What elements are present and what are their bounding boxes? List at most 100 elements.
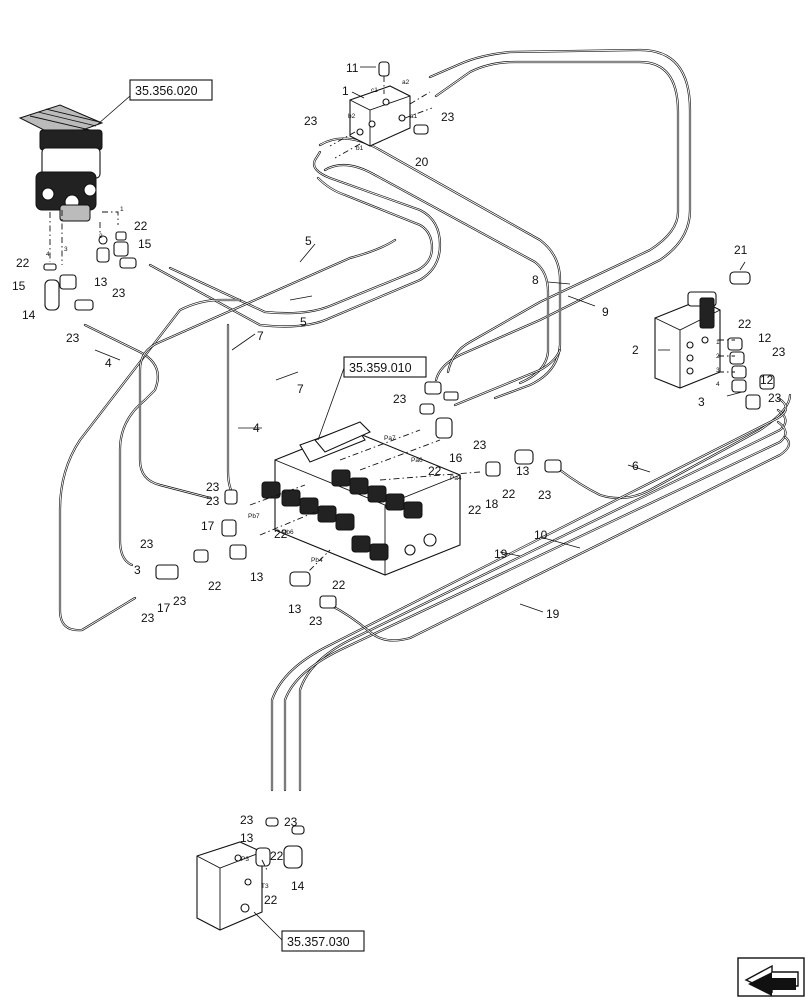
callout-23: 23 — [441, 110, 455, 124]
port-b1: b1 — [356, 145, 364, 152]
port-pb4: Pb4 — [311, 557, 323, 564]
callout-1: 1 — [342, 84, 349, 98]
pilot-fittings — [43, 231, 137, 311]
callout-22: 22 — [502, 487, 516, 501]
callout-10: 10 — [534, 528, 548, 542]
callout-23: 23 — [206, 480, 220, 494]
right-manifold-block — [654, 271, 775, 410]
port-pa4: Pa4 — [450, 475, 462, 482]
port-a2: a2 — [402, 79, 410, 86]
callout-5: 5 — [305, 234, 312, 248]
callout-23: 23 — [141, 611, 155, 625]
ref-middle-text[interactable]: 35.359.010 — [349, 361, 412, 375]
port-p3: P3 — [241, 856, 249, 863]
callout-19: 19 — [546, 607, 560, 621]
callout-11: 11 — [346, 61, 359, 75]
port-b2: b2 — [348, 113, 356, 120]
port-c1: c1 — [371, 87, 378, 94]
reference-boxes[interactable]: 35.356.020 35.359.010 35.357.030 — [129, 79, 427, 952]
callout-23: 23 — [112, 286, 126, 300]
callout-23: 23 — [140, 537, 154, 551]
bottom-valve-block — [196, 817, 305, 931]
callout-22: 22 — [16, 256, 30, 270]
callout-numbers: 11 1 23 23 20 22 15 22 13 23 15 14 23 4 … — [12, 61, 786, 907]
callout-19: 19 — [494, 547, 508, 561]
port-dash-lines — [249, 429, 481, 581]
callout-23: 23 — [393, 392, 407, 406]
shuttle-valve-block — [329, 61, 433, 159]
hose-5a — [148, 150, 442, 328]
callout-13: 13 — [240, 831, 254, 845]
callout-13: 13 — [516, 464, 530, 478]
fitting-21 — [729, 271, 751, 285]
port-t3: T3 — [261, 883, 269, 890]
callout-17: 17 — [157, 601, 171, 615]
callout-8: 8 — [532, 273, 539, 287]
callout-22: 22 — [332, 578, 346, 592]
callout-13: 13 — [250, 570, 264, 584]
callout-22: 22 — [264, 893, 278, 907]
hose-long-b — [323, 163, 550, 385]
callout-17: 17 — [201, 519, 215, 533]
callout-23: 23 — [473, 438, 487, 452]
callout-23: 23 — [772, 345, 786, 359]
callout-22: 22 — [208, 579, 222, 593]
callout-23: 23 — [284, 815, 298, 829]
ref-box-middle[interactable] — [343, 356, 427, 378]
callout-22: 22 — [274, 527, 288, 541]
callout-21: 21 — [734, 243, 748, 257]
callout-23: 23 — [538, 488, 552, 502]
ref-box-top-left[interactable] — [129, 79, 213, 101]
callout-22: 22 — [468, 503, 482, 517]
callout-9: 9 — [602, 305, 609, 319]
callout-23: 23 — [304, 114, 318, 128]
callout-23: 23 — [206, 494, 220, 508]
port-pilot-2: 2 — [99, 233, 103, 240]
callout-3: 3 — [698, 395, 705, 409]
ref-box-bottom[interactable] — [281, 930, 365, 952]
callout-22: 22 — [428, 464, 442, 478]
callout-4: 4 — [105, 356, 112, 370]
ref-top-left-text[interactable]: 35.356.020 — [135, 84, 198, 98]
port-labels: c1 a2 b2 a1 b1 Pa7 Pa6 Pa4 Pb7 Pb6 Pb4 P… — [46, 79, 720, 890]
port-pilot-4: 4 — [46, 251, 50, 258]
callout-12: 12 — [758, 331, 772, 345]
hoses — [58, 48, 792, 792]
callout-23: 23 — [309, 614, 323, 628]
pilot-valve-assembly — [18, 104, 104, 222]
callout-14: 14 — [22, 308, 36, 322]
callout-7: 7 — [257, 329, 264, 343]
valve-fittings — [155, 381, 562, 609]
navigation-arrow-icon[interactable] — [737, 957, 805, 997]
callout-13: 13 — [94, 275, 108, 289]
callout-12: 12 — [760, 373, 774, 387]
callout-15: 15 — [12, 279, 26, 293]
port-pa6: Pa6 — [411, 457, 423, 464]
callout-15: 15 — [138, 237, 152, 251]
ref-bottom-text[interactable]: 35.357.030 — [287, 935, 350, 949]
callout-14: 14 — [291, 879, 305, 893]
callout-18: 18 — [485, 497, 499, 511]
hose-4a — [83, 323, 159, 567]
hose-6 — [558, 393, 792, 500]
callout-2: 2 — [632, 343, 639, 357]
main-control-valve — [261, 421, 461, 576]
port-a1: a1 — [410, 113, 418, 120]
hose-5b — [168, 176, 434, 315]
callout-5: 5 — [300, 315, 307, 329]
leader-lines — [94, 66, 746, 941]
callout-13: 13 — [288, 602, 302, 616]
port-manifold-3: 3 — [716, 367, 720, 374]
port-pilot-1: 1 — [120, 206, 124, 213]
callout-23: 23 — [768, 391, 782, 405]
callout-16: 16 — [449, 451, 463, 465]
callout-6: 6 — [632, 459, 639, 473]
callout-3: 3 — [134, 563, 141, 577]
port-pa7: Pa7 — [384, 435, 396, 442]
hose-7a — [226, 323, 234, 494]
callout-22: 22 — [134, 219, 148, 233]
callout-22: 22 — [270, 849, 284, 863]
port-manifold-2: 2 — [716, 353, 720, 360]
